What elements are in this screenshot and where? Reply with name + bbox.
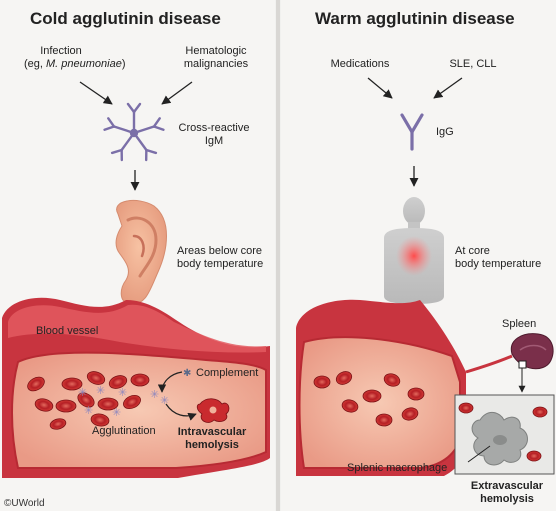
- svg-text:✳: ✳: [150, 388, 159, 401]
- extravascular-hemolysis-label: Extravascular hemolysis: [460, 480, 554, 506]
- igm-small-icons: ✳ ✳ ✳ ✳ ✳ ✳ ✳: [78, 384, 169, 419]
- warm-cause-medications: Medications: [330, 58, 390, 70]
- svg-text:✳: ✳: [160, 394, 169, 407]
- svg-text:✳: ✳: [78, 386, 87, 399]
- warm-cause-sle-cll: SLE, CLL: [449, 58, 497, 70]
- blood-vessel-label: Blood vessel: [36, 325, 99, 337]
- cold-antibody-line2: IgM: [204, 135, 224, 147]
- cold-antibody-line1: Cross-reactive: [178, 122, 250, 134]
- cold-cause-malignancy-line1: Hematologic: [185, 45, 247, 57]
- warm-site-label: At core body temperature: [455, 245, 541, 271]
- splenic-macrophage-label: Splenic macrophage: [347, 462, 448, 474]
- igg-antibody-icon: [400, 113, 424, 151]
- cold-cause-infection-line1: Infection: [40, 45, 82, 57]
- cold-cause-malignancy: Hematologic malignancies: [176, 45, 256, 71]
- cold-cause-malignancy-line2: malignancies: [183, 58, 249, 70]
- cold-cause-infection-suffix: ): [121, 58, 126, 70]
- cold-cause-infection-line2: (eg, M. pneumoniae): [24, 58, 126, 71]
- lysed-rbc-icon: [196, 398, 230, 423]
- cause-arrows-left: [79, 81, 193, 105]
- cold-site-line2: body temperature: [177, 258, 264, 270]
- panel-divider: [276, 0, 280, 511]
- rbc-cluster-left: [27, 371, 150, 430]
- svg-text:✳: ✳: [96, 384, 105, 397]
- cold-panel-title: Cold agglutinin disease: [30, 9, 221, 28]
- intravascular-hemolysis-label: Intravascular hemolysis: [166, 426, 258, 452]
- ear-icon: [115, 199, 167, 305]
- rbc-opsonized-right: [313, 371, 425, 427]
- macrophage-pointer: [467, 445, 491, 463]
- extravascular-line1: Extravascular: [470, 480, 544, 492]
- copyright-label: ©UWorld: [4, 498, 45, 509]
- splenic-macrophage-inset: [454, 394, 555, 475]
- cold-cause-infection-organism: M. pneumoniae: [46, 58, 122, 70]
- warm-antibody-label: IgG: [436, 126, 454, 138]
- cold-cause-infection: Infection (eg, M. pneumoniae): [24, 45, 126, 71]
- agglutination-label: Agglutination: [92, 425, 156, 437]
- complement-arrow: [157, 371, 183, 393]
- human-torso-icon: [384, 197, 444, 304]
- blood-vessel-right: [296, 299, 513, 476]
- warm-site-line2: body temperature: [455, 258, 542, 270]
- cause-arrows-right: [367, 77, 463, 99]
- warm-panel-title: Warm agglutinin disease: [315, 9, 515, 28]
- svg-text:✳: ✳: [84, 404, 93, 417]
- cold-site-label: Areas below core body temperature: [177, 245, 263, 271]
- intravascular-line1: Intravascular: [177, 426, 247, 438]
- spleen-label: Spleen: [502, 318, 537, 330]
- cold-antibody-label: Cross-reactive IgM: [174, 122, 254, 148]
- svg-text:✳: ✳: [112, 406, 121, 419]
- extravascular-line2: hemolysis: [480, 493, 534, 505]
- complement-label: Complement: [196, 367, 259, 379]
- complement-icon: ✱: [183, 368, 191, 379]
- warm-site-line1: At core: [455, 245, 490, 257]
- svg-text:✱: ✱: [183, 368, 191, 379]
- cold-cause-infection-prefix: (eg,: [24, 58, 47, 70]
- svg-text:✳: ✳: [118, 386, 127, 399]
- intravascular-line2: hemolysis: [185, 439, 239, 451]
- igm-pentamer-icon: [103, 102, 165, 162]
- cold-site-line1: Areas below core: [177, 245, 262, 257]
- hemolysis-arrow: [165, 403, 197, 421]
- spleen-icon: [510, 333, 554, 393]
